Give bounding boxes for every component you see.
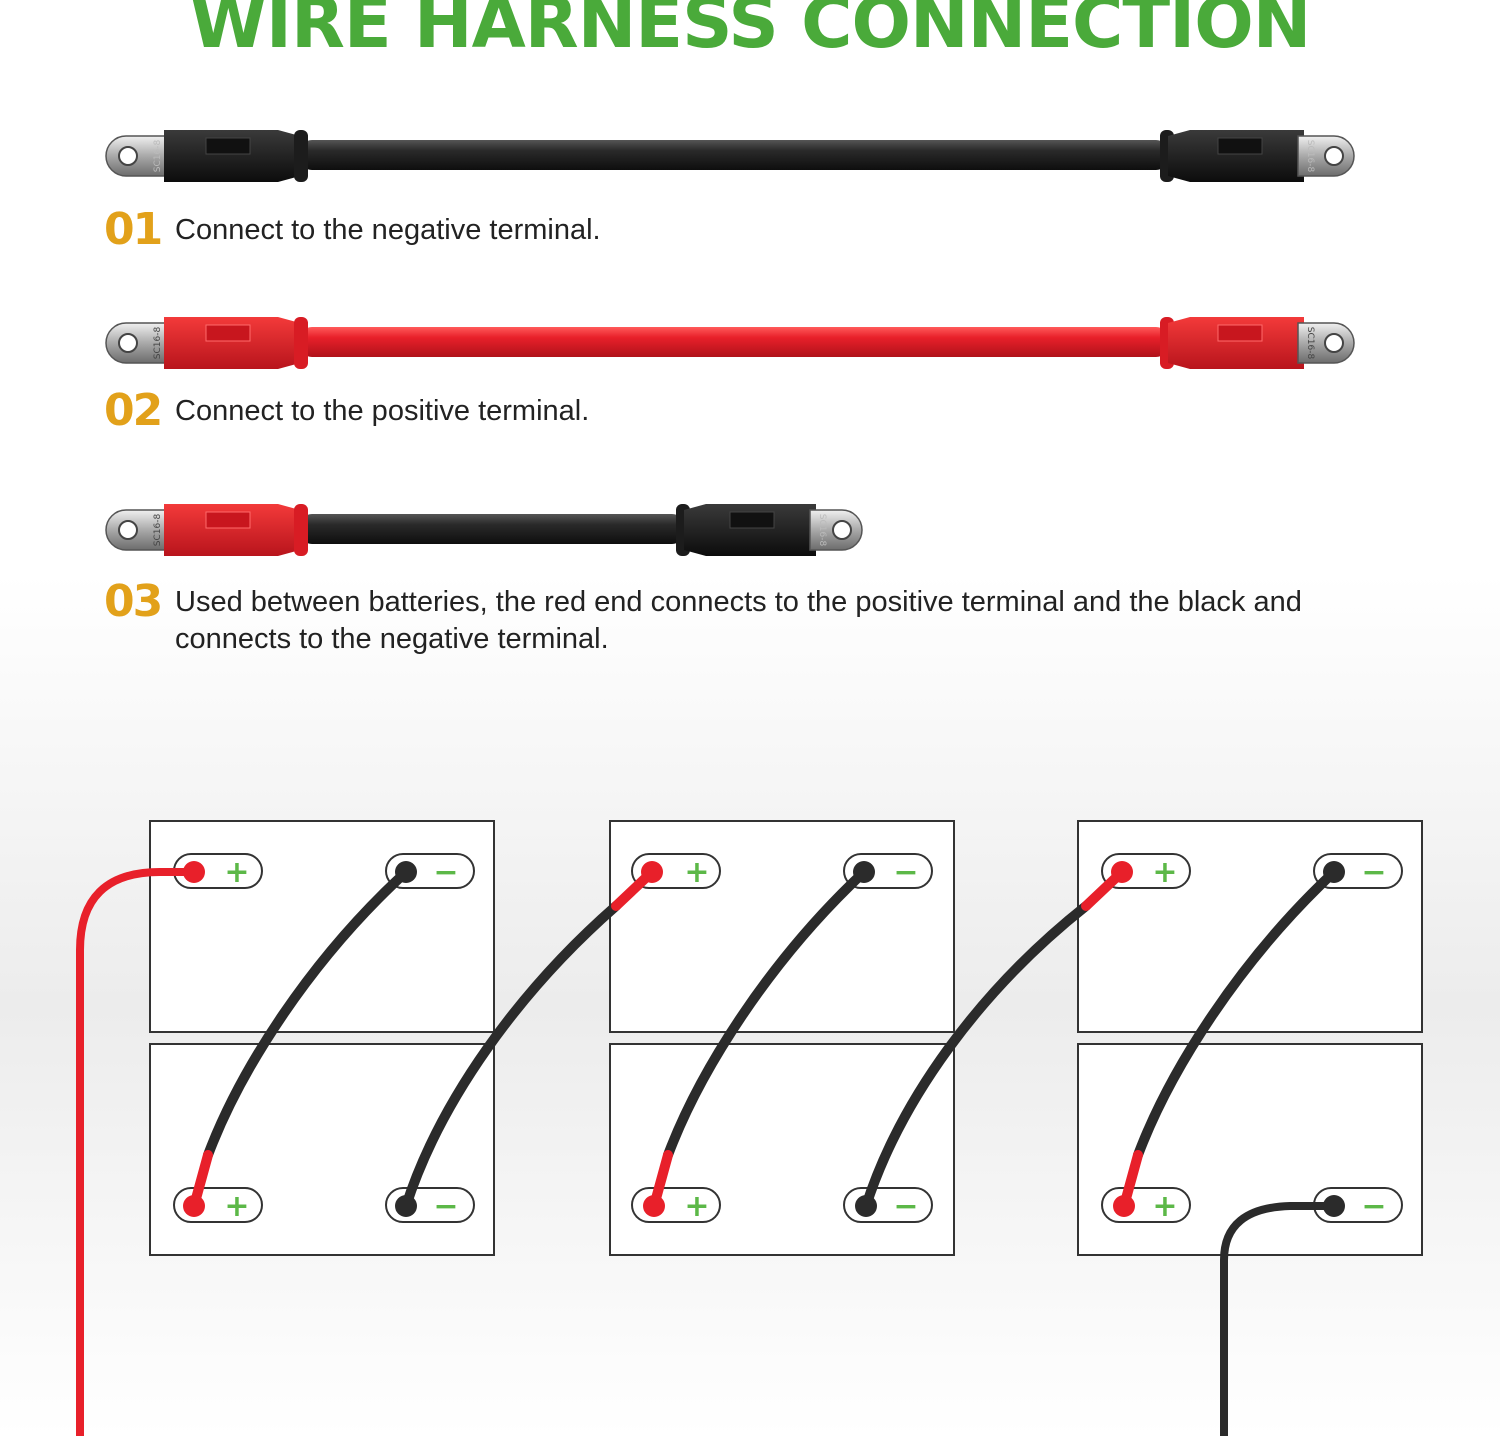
lug-hole	[118, 520, 138, 540]
lug-marking: SC16-8	[1305, 327, 1315, 360]
minus-icon: −	[1361, 1189, 1386, 1224]
step-number: 03	[104, 576, 163, 627]
wire-body	[300, 514, 684, 544]
negative-dot	[853, 861, 875, 883]
lug-marking: SC16-8	[153, 140, 163, 173]
positive-dot	[643, 1195, 665, 1217]
lug-hole	[118, 333, 138, 353]
plus-icon: +	[1152, 855, 1177, 890]
jumper-black	[1133, 867, 1339, 1160]
jumper-black	[401, 901, 621, 1211]
lug-hole	[1324, 146, 1344, 166]
minus-icon: −	[433, 1189, 458, 1224]
negative-dot	[1323, 861, 1345, 883]
jumper-black	[203, 867, 411, 1160]
ring-lug-left	[105, 135, 171, 177]
housing-grip	[729, 511, 775, 529]
terminal-dots	[183, 861, 1345, 1217]
minus-icon: −	[893, 1189, 918, 1224]
positive-dot	[641, 861, 663, 883]
battery-box	[149, 820, 495, 1033]
housing-right-black	[684, 504, 816, 556]
plus-icon: +	[224, 1189, 249, 1224]
battery-box	[609, 820, 955, 1033]
housing-grip	[1217, 324, 1263, 342]
battery-box	[1077, 820, 1423, 1033]
cable-black: SC16-8 SC16-8	[105, 130, 1355, 182]
negative-dot	[395, 1195, 417, 1217]
boot-ring	[294, 130, 308, 182]
plus-icon: +	[684, 1189, 709, 1224]
lug-hole	[832, 520, 852, 540]
step-description: Connect to the positive terminal.	[175, 395, 590, 427]
plus-icon: +	[684, 855, 709, 890]
battery-bank	[149, 820, 1423, 1256]
negative-dot	[1323, 1195, 1345, 1217]
page-title: WIRE HARNESS CONNECTION	[189, 0, 1312, 64]
housing-grip	[205, 137, 251, 155]
ring-lug-left	[105, 322, 171, 364]
wire-body	[300, 327, 1168, 357]
housing-grip	[1217, 137, 1263, 155]
housing-left-red	[164, 504, 300, 556]
step-number: 01	[104, 204, 163, 255]
lug-marking: SC16-8	[817, 514, 827, 547]
jumper-black	[861, 901, 1091, 1211]
connection-wires	[76, 867, 1339, 1436]
housing-grip	[205, 324, 251, 342]
ring-lug-left	[105, 509, 171, 551]
housing-left	[164, 130, 300, 182]
main-negative-lead	[1220, 1202, 1338, 1436]
negative-dot	[395, 861, 417, 883]
cable-jumper: SC16-8 SC16-8	[105, 504, 863, 556]
lug-marking: SC16-8	[153, 514, 163, 547]
minus-icon: −	[1361, 855, 1386, 890]
housing-left	[164, 317, 300, 369]
boot-ring	[294, 504, 308, 556]
step-description: Used between batteries, the red end conn…	[175, 586, 1302, 655]
step-number: 02	[104, 385, 163, 436]
negative-dot	[855, 1195, 877, 1217]
housing-right	[1168, 317, 1304, 369]
lug-hole	[1324, 333, 1344, 353]
step-description: Connect to the negative terminal.	[175, 214, 601, 246]
plus-icon: +	[224, 855, 249, 890]
lug-hole	[118, 146, 138, 166]
positive-dot	[1113, 1195, 1135, 1217]
main-positive-lead	[76, 868, 198, 1436]
positive-dot	[183, 1195, 205, 1217]
jumper-black	[663, 867, 869, 1160]
positive-dot	[183, 861, 205, 883]
lug-marking: SC16-8	[153, 327, 163, 360]
lug-marking: SC16-8	[1305, 140, 1315, 173]
boot-ring	[294, 317, 308, 369]
housing-grip	[205, 511, 251, 529]
cable-red: SC16-8 SC16-8	[105, 317, 1355, 369]
wire-body	[300, 140, 1168, 170]
minus-icon: −	[433, 855, 458, 890]
housing-right	[1168, 130, 1304, 182]
plus-icon: +	[1152, 1189, 1177, 1224]
minus-icon: −	[893, 855, 918, 890]
positive-dot	[1111, 861, 1133, 883]
